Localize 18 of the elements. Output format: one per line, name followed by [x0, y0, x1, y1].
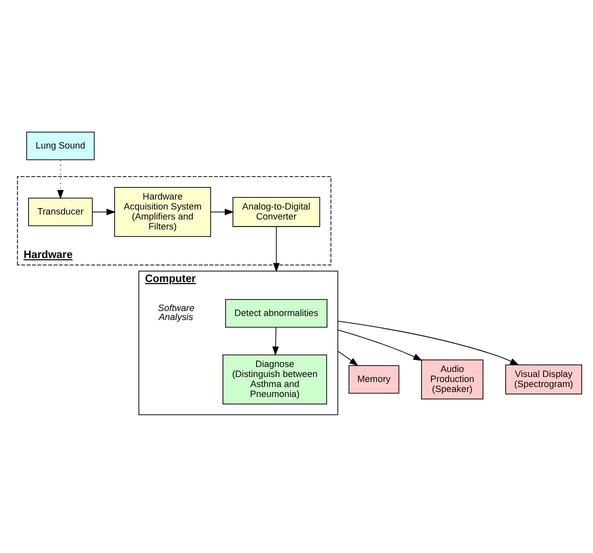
arrow [337, 329, 423, 361]
node-box: Memory [348, 365, 400, 394]
arrow [92, 208, 116, 216]
node-box: Diagnose (Distinguish between Asthma and Pneumonia) [222, 354, 328, 404]
node-box: Analog-to-Digital Converter [232, 196, 320, 227]
arrow [337, 320, 520, 366]
label: Software Analysis [158, 302, 194, 322]
arrow [57, 160, 64, 200]
node-box: Lung Sound [26, 132, 95, 160]
node-box: Detect abnormalities [225, 299, 328, 328]
arrow [210, 208, 234, 216]
arrow [337, 350, 358, 366]
node-box: Transducer [28, 198, 93, 226]
arrow [273, 226, 280, 272]
arrow [272, 327, 279, 356]
node-box: Visual Display (Spectrogram) [505, 364, 582, 394]
node-box: Audio Production (Speaker) [421, 359, 484, 400]
node-box: Hardware Acquisition System (Amplifiers and Filters) [114, 187, 212, 237]
